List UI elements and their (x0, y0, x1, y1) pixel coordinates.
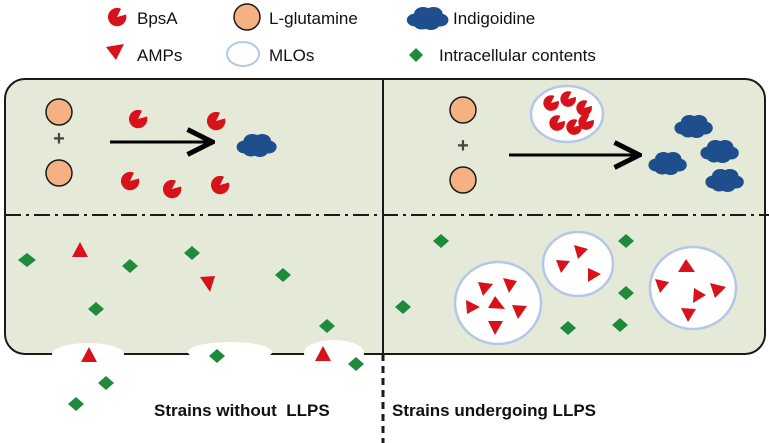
right-caption: Strains undergoing LLPS (392, 401, 596, 420)
green-diamond-icon (88, 302, 104, 316)
mlo-circle-icon (226, 41, 260, 67)
l-glutamine-icon (233, 3, 261, 31)
mlo-circle-icon (541, 230, 615, 298)
amp-triangle-icon (588, 268, 601, 282)
l-glutamine-icon (449, 166, 477, 194)
amp-triangle-icon (574, 245, 588, 259)
green-diamond-icon (184, 246, 200, 260)
legend: BpsA L-glutamine Indigoidine AMPs MLOs I… (106, 3, 596, 67)
amp-triangle-icon (710, 283, 726, 298)
amp-triangle-icon (488, 296, 505, 309)
green-diamond-icon (618, 234, 634, 248)
amp-triangle-icon (478, 282, 493, 296)
legend-intracellular-label: Intracellular contents (439, 46, 596, 65)
right-lower-contents (395, 230, 738, 346)
amp-triangle-icon (693, 288, 706, 303)
amp-triangle-icon (503, 278, 517, 293)
green-diamond-icon (98, 376, 114, 390)
green-diamond-icon (618, 286, 634, 300)
amp-triangle-icon (681, 308, 696, 322)
legend-indigoidine-label: Indigoidine (453, 9, 535, 28)
green-diamond-icon (433, 234, 449, 248)
legend-amps-label: AMPs (137, 46, 182, 65)
green-diamond-icon (209, 349, 225, 363)
amp-triangle-icon (72, 242, 88, 257)
green-diamond-icon (612, 318, 628, 332)
plus-sign: + (457, 135, 469, 157)
amp-triangle-icon (315, 346, 331, 361)
amp-triangle-icon (106, 44, 124, 60)
membrane-pore (188, 342, 272, 362)
green-diamond-icon (122, 259, 138, 273)
green-diamond-icon (395, 300, 411, 314)
cell-body (4, 78, 766, 355)
left-reaction: + (45, 98, 277, 199)
l-glutamine-icon (45, 98, 73, 126)
green-diamond-icon (560, 321, 576, 335)
green-diamond-icon (18, 253, 36, 267)
l-glutamine-icon (449, 96, 477, 124)
l-glutamine-icon (45, 159, 73, 187)
green-diamond-icon (68, 397, 84, 411)
left-caption: Strains without LLPS (154, 401, 330, 420)
amp-triangle-icon (81, 347, 97, 362)
right-reaction: + (449, 84, 744, 194)
green-diamond-icon (348, 357, 364, 371)
legend-bpsa-label: BpsA (137, 9, 178, 28)
amp-triangle-icon (655, 279, 669, 293)
green-diamond-icon (319, 319, 335, 333)
green-diamond-icon (275, 268, 291, 282)
plus-sign: + (53, 128, 65, 150)
bpsa-icon (107, 7, 127, 27)
left-lower-contents (18, 242, 364, 411)
legend-l-glutamine-label: L-glutamine (269, 9, 358, 28)
amp-triangle-icon (488, 321, 503, 335)
indigoidine-icon (406, 7, 449, 30)
mlo-circle-icon (648, 245, 738, 331)
amp-triangle-icon (200, 276, 215, 292)
amp-triangle-icon (678, 259, 695, 272)
amp-triangle-icon (556, 260, 570, 273)
legend-mlos-label: MLOs (269, 46, 314, 65)
green-diamond-icon (409, 48, 423, 62)
amp-triangle-icon (466, 300, 480, 314)
amp-triangle-icon (512, 305, 527, 319)
